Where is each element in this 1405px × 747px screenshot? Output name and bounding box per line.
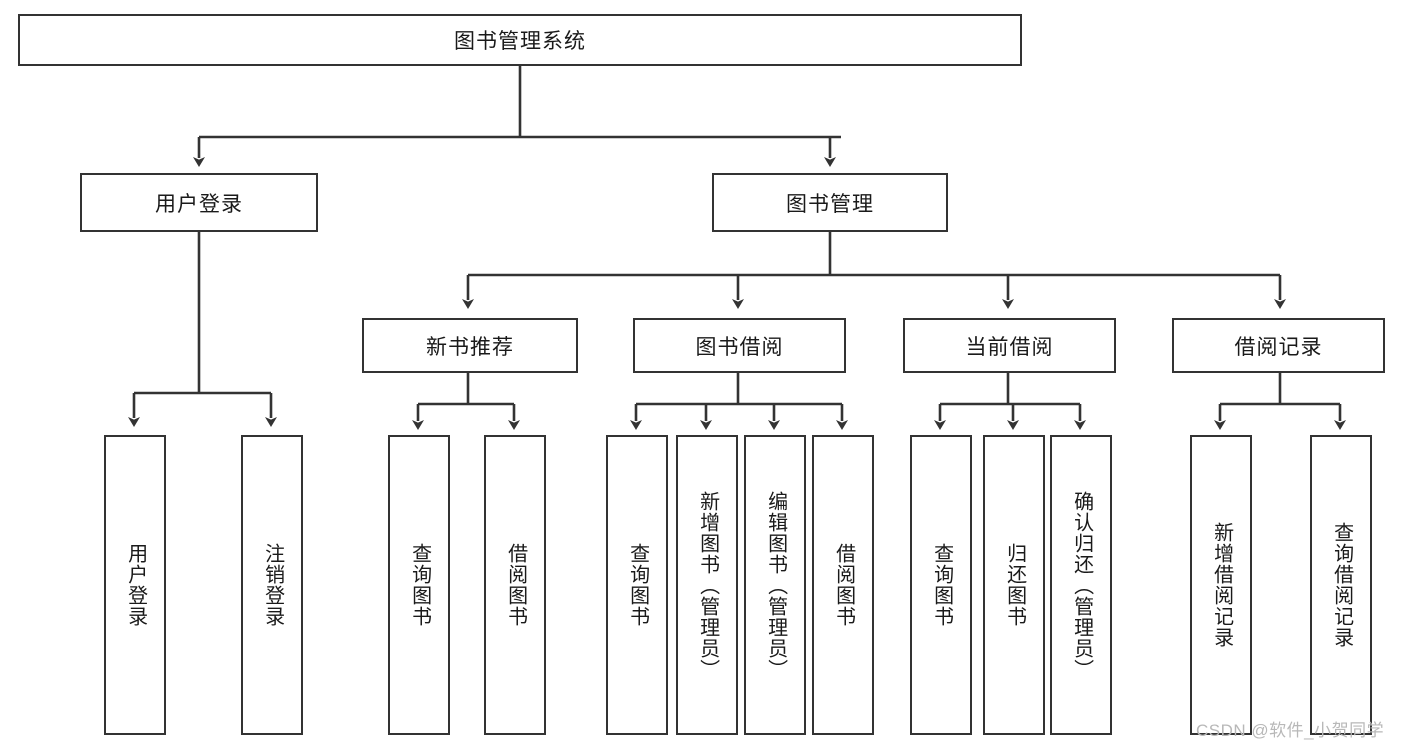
leaf-logout[interactable]: 注销登录 bbox=[241, 435, 303, 735]
node-root[interactable]: 图书管理系统 bbox=[18, 14, 1022, 66]
leaf-confirm-return-admin[interactable]: 确认归还（管理员） bbox=[1050, 435, 1112, 735]
leaf-edit-book-admin[interactable]: 编辑图书（管理员） bbox=[744, 435, 806, 735]
node-new-book-recommend[interactable]: 新书推荐 bbox=[362, 318, 578, 373]
leaf-logout-label: 注销登录 bbox=[261, 543, 284, 627]
leaf-borrow-book-label: 借阅图书 bbox=[832, 543, 855, 627]
node-current-borrow-label: 当前借阅 bbox=[965, 335, 1054, 359]
node-user-login[interactable]: 用户登录 bbox=[80, 173, 318, 232]
leaf-add-borrow-record-label: 新增借阅记录 bbox=[1210, 522, 1233, 648]
leaf-return-book[interactable]: 归还图书 bbox=[983, 435, 1045, 735]
leaf-edit-book-admin-label: 编辑图书（管理员） bbox=[764, 490, 787, 680]
leaf-add-book-admin-label: 新增图书（管理员） bbox=[696, 490, 719, 680]
leaf-borrow-book-recommend[interactable]: 借阅图书 bbox=[484, 435, 546, 735]
watermark-text: CSDN @软件_小贺同学 bbox=[1196, 721, 1385, 740]
leaf-query-book-borrow-label: 查询图书 bbox=[626, 543, 649, 627]
leaf-return-book-label: 归还图书 bbox=[1003, 543, 1026, 627]
leaf-query-book-recommend[interactable]: 查询图书 bbox=[388, 435, 450, 735]
leaf-borrow-book[interactable]: 借阅图书 bbox=[812, 435, 874, 735]
node-root-label: 图书管理系统 bbox=[454, 30, 586, 53]
leaf-user-login[interactable]: 用户登录 bbox=[104, 435, 166, 735]
node-book-management[interactable]: 图书管理 bbox=[712, 173, 948, 232]
node-borrow-record[interactable]: 借阅记录 bbox=[1172, 318, 1385, 373]
leaf-query-book-current-label: 查询图书 bbox=[930, 543, 953, 627]
node-book-management-label: 图书管理 bbox=[786, 192, 874, 216]
leaf-query-book-borrow[interactable]: 查询图书 bbox=[606, 435, 668, 735]
leaf-query-borrow-record[interactable]: 查询借阅记录 bbox=[1310, 435, 1372, 735]
node-book-borrow-label: 图书借阅 bbox=[695, 335, 784, 359]
leaf-query-book-current[interactable]: 查询图书 bbox=[910, 435, 972, 735]
leaf-confirm-return-admin-label: 确认归还（管理员） bbox=[1070, 490, 1093, 680]
node-user-login-label: 用户登录 bbox=[155, 192, 243, 216]
leaf-user-login-label: 用户登录 bbox=[124, 543, 147, 627]
leaf-add-book-admin[interactable]: 新增图书（管理员） bbox=[676, 435, 738, 735]
leaf-query-borrow-record-label: 查询借阅记录 bbox=[1330, 522, 1353, 648]
node-current-borrow[interactable]: 当前借阅 bbox=[903, 318, 1116, 373]
leaf-query-book-recommend-label: 查询图书 bbox=[408, 543, 431, 627]
leaf-add-borrow-record[interactable]: 新增借阅记录 bbox=[1190, 435, 1252, 735]
node-borrow-record-label: 借阅记录 bbox=[1234, 335, 1323, 359]
node-book-borrow[interactable]: 图书借阅 bbox=[633, 318, 846, 373]
leaf-borrow-book-recommend-label: 借阅图书 bbox=[504, 543, 527, 627]
node-new-book-recommend-label: 新书推荐 bbox=[426, 335, 514, 359]
